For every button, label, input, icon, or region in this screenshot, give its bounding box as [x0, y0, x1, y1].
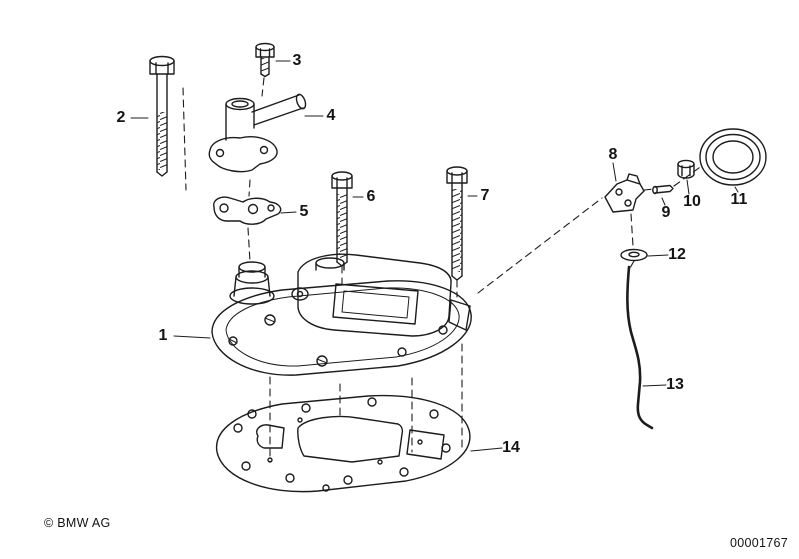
- bracket-part-8: [604, 173, 645, 213]
- seal-ring-part-11: [699, 128, 767, 186]
- part-label-9: 9: [661, 204, 671, 221]
- part-label-4: 4: [326, 107, 336, 124]
- part-label-5: 5: [299, 203, 309, 220]
- part-label-6: 6: [366, 188, 376, 205]
- part-label-7: 7: [480, 187, 490, 204]
- part-label-12: 12: [668, 246, 686, 263]
- copyright-text: © BMW AG: [44, 516, 111, 530]
- carburetor-cover-part-1: [211, 253, 472, 376]
- part-label-3: 3: [292, 52, 302, 69]
- long-bolt-part-2: [149, 55, 175, 177]
- linkage-rod-part-13: [626, 265, 654, 430]
- assembly-axis-lines: [182, 77, 704, 463]
- part-label-10: 10: [683, 193, 701, 210]
- label-leader-lines: [130, 60, 739, 452]
- document-number-text: 00001767: [730, 536, 789, 550]
- part-label-8: 8: [608, 146, 618, 163]
- nut-part-10: [677, 159, 695, 179]
- part-label-11: 11: [730, 191, 748, 208]
- pin-part-9: [652, 184, 674, 195]
- bolt-part-7: [446, 166, 468, 281]
- flange-gasket-part-5: [213, 196, 282, 225]
- bolt-part-6: [331, 171, 353, 267]
- base-gasket-part-14: [215, 394, 471, 493]
- part-label-14: 14: [502, 439, 520, 456]
- inlet-fitting-part-4: [208, 93, 307, 173]
- part-label-1: 1: [158, 327, 168, 344]
- washer-part-12: [620, 248, 648, 262]
- part-label-2: 2: [116, 109, 126, 126]
- part-label-13: 13: [666, 376, 684, 393]
- screw-part-3: [255, 42, 275, 78]
